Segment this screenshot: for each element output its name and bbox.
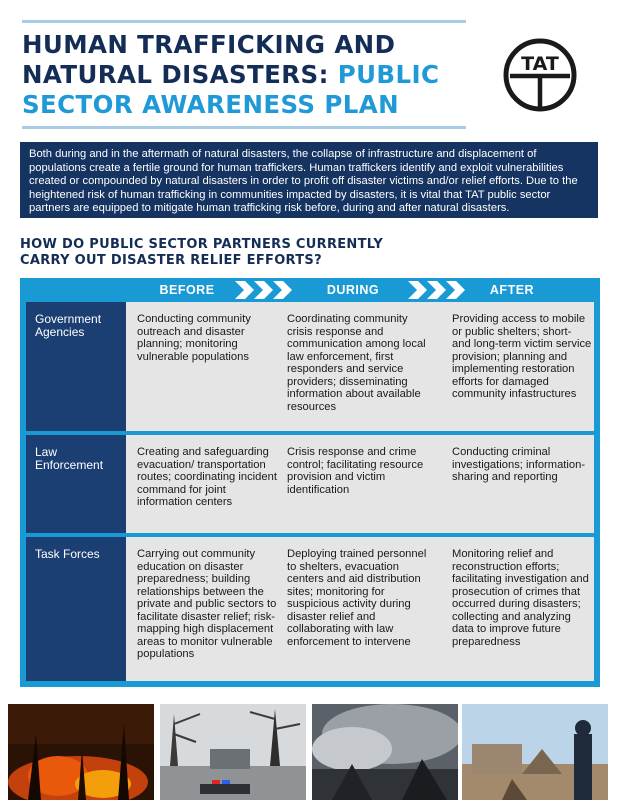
section-heading-line-1: HOW DO PUBLIC SECTOR PARTNERS CURRENTLY [20,237,384,252]
row-label-government: Government Agencies [26,302,126,431]
relief-efforts-table: BEFORE DURING AFTER Government Agencies … [20,278,600,687]
table-right-band [594,278,600,687]
cell-government-before: Conducting community outreach and disast… [137,313,251,363]
table-header-bar [20,278,600,302]
column-header-after: AFTER [489,283,535,297]
title-line-1: HUMAN TRAFFICKING AND [22,30,396,59]
cell-law-enforcement-after: Conducting criminal investigations; info… [452,446,586,483]
cell-law-enforcement-during: Crisis response and crime control; facil… [287,446,424,496]
storm-street-photo [160,704,306,800]
damaged-home-photo [462,704,608,800]
cell-law-enforcement-before: Creating and safeguarding evacuation/ tr… [137,446,277,508]
cell-task-forces-after: Monitoring relief and reconstruction eff… [452,548,589,648]
table-row: Task Forces Carrying out community educa… [20,537,594,681]
top-rule [22,20,466,23]
row-label-law-enforcement: Law Enforcement [26,435,126,533]
chevron-arrows-icon [408,281,465,299]
table-row: Government Agencies Conducting community… [20,302,594,431]
table-bottom-band [20,681,600,687]
title-line-3: SECTOR AWARENESS PLAN [22,90,400,119]
section-heading-line-2: CARRY OUT DISASTER RELIEF EFFORTS? [20,253,322,268]
cell-task-forces-before: Carrying out community education on disa… [137,548,277,660]
row-background [126,302,594,431]
tat-logo: TAT [503,38,577,112]
column-header-during: DURING [326,283,380,297]
title-line-2-light: PUBLIC [337,60,440,89]
table-row: Law Enforcement Creating and safeguardin… [20,435,594,533]
title-line-2-dark: NATURAL DISASTERS: [22,60,329,89]
cell-government-after: Providing access to mobile or public she… [452,313,592,400]
column-header-before: BEFORE [159,283,215,297]
chevron-arrows-icon [235,281,292,299]
intro-paragraph: Both during and in the aftermath of natu… [20,142,598,218]
smoke-debris-photo [312,704,458,800]
row-background [126,537,594,681]
cell-government-during: Coordinating community crisis response a… [287,313,426,413]
section-heading: HOW DO PUBLIC SECTOR PARTNERS CURRENTLY … [20,237,440,269]
row-divider [20,431,600,435]
logo-text: TAT [521,53,559,75]
row-label-task-forces: Task Forces [26,537,126,681]
row-divider [20,533,600,537]
bottom-rule [22,126,466,129]
row-background [126,435,594,533]
wildfire-photo [8,704,154,800]
photo-strip [0,704,618,800]
cell-task-forces-during: Deploying trained personnel to shelters,… [287,548,427,648]
page-title: HUMAN TRAFFICKING AND NATURAL DISASTERS:… [22,30,492,120]
